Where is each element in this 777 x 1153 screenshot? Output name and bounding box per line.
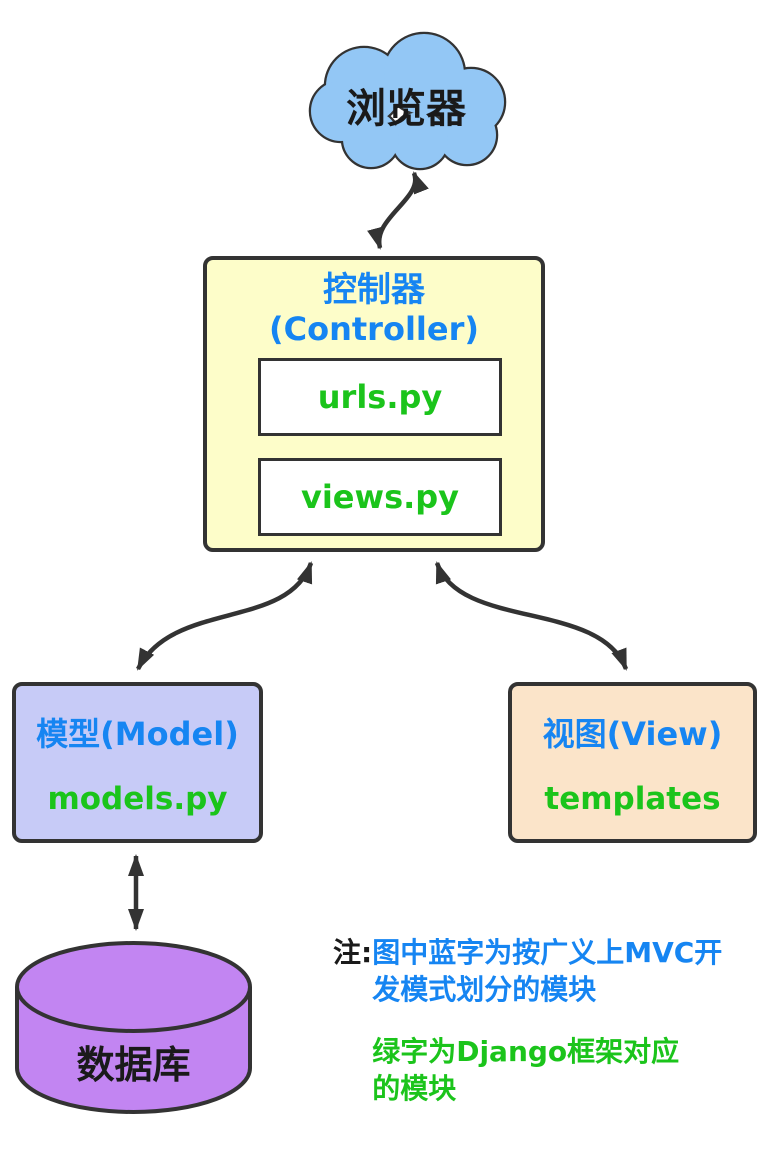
model-title: 模型(Model): [36, 714, 239, 753]
browser-cloud-shape: [308, 31, 507, 171]
note-green-line-1: 绿字为Django框架对应: [372, 1035, 680, 1068]
controller-node: 控制器 (Controller) urls.py views.py: [203, 256, 545, 552]
controller-title: 控制器: [323, 270, 425, 310]
arrow-controller-view: [434, 561, 629, 671]
note-blue-line-1: 图中蓝字为按广义上MVC开: [372, 936, 723, 969]
note-green-text: 绿字为Django框架对应 的模块: [372, 1033, 722, 1107]
note-body: 图中蓝字为按广义上MVC开 发模式划分的模块 绿字为Django框架对应 的模块: [372, 934, 722, 1107]
views-file-label: views.py: [300, 478, 460, 516]
views-file-box: views.py: [258, 458, 502, 536]
note-blue-line-2: 发模式划分的模块: [372, 973, 597, 1006]
note-prefix: 注:: [333, 936, 373, 969]
legend-note: 注: 图中蓝字为按广义上MVC开 发模式划分的模块 绿字为Django框架对应 …: [333, 934, 722, 1107]
model-node: 模型(Model) models.py: [12, 682, 263, 843]
urls-file-box: urls.py: [258, 358, 502, 436]
note-blue-text: 图中蓝字为按广义上MVC开 发模式划分的模块: [372, 934, 722, 1008]
database-cylinder-shape: [15, 941, 252, 1114]
arrow-controller-model: [135, 561, 314, 671]
view-file-label: templates: [544, 780, 721, 817]
view-node: 视图(View) templates: [508, 682, 757, 843]
database-label: 数据库: [76, 1043, 191, 1087]
arrow-browser-controller: [367, 171, 429, 250]
browser-cloud-label: 浏览器: [346, 86, 466, 132]
urls-file-label: urls.py: [317, 378, 443, 416]
view-title: 视图(View): [542, 714, 723, 753]
model-file-label: models.py: [47, 780, 228, 817]
controller-subtitle: (Controller): [269, 310, 479, 348]
note-green-line-2: 的模块: [372, 1072, 457, 1105]
